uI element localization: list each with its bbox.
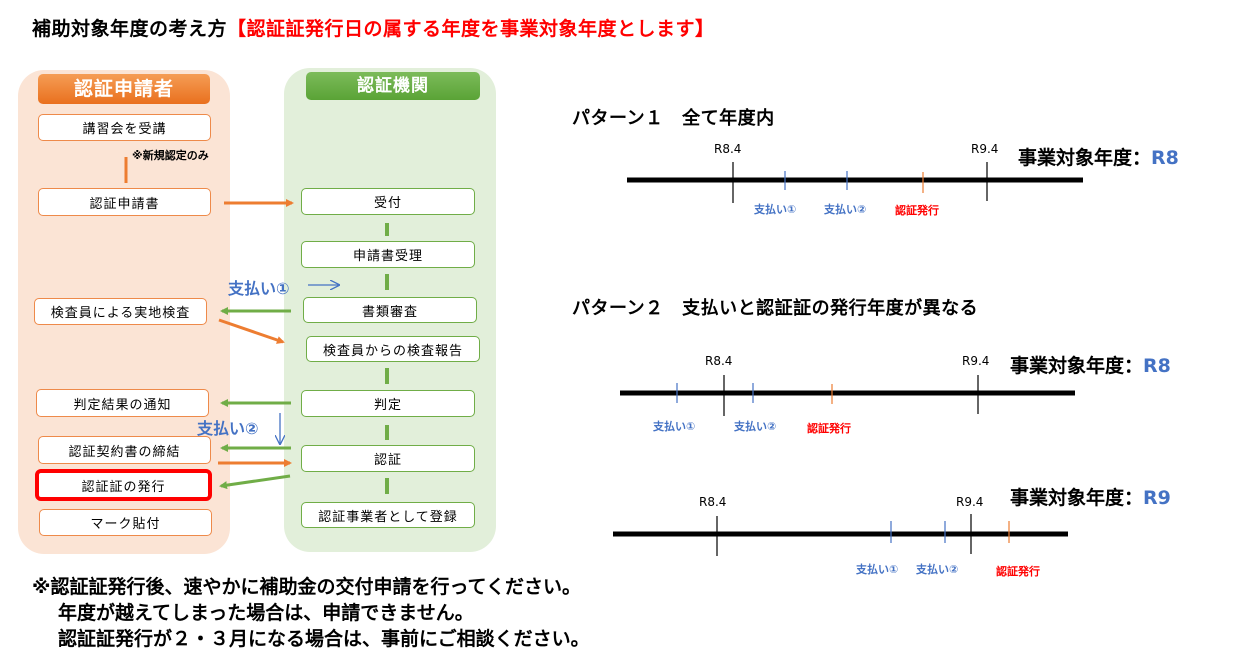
step-acceptance: 申請書受理 bbox=[301, 241, 475, 268]
payment2-label: 支払い② bbox=[197, 419, 259, 438]
certification-body-header: 認証機関 bbox=[306, 72, 480, 100]
pattern2-timeline bbox=[620, 375, 1075, 416]
step-contract: 認証契約書の締結 bbox=[38, 436, 211, 464]
step-certification: 認証 bbox=[301, 445, 475, 472]
step-result-notice: 判定結果の通知 bbox=[36, 389, 209, 417]
pattern2-issue: 認証発行 bbox=[807, 422, 851, 435]
new-only-note: ※新規認定のみ bbox=[132, 149, 209, 162]
step-attend-seminar: 講習会を受講 bbox=[38, 114, 211, 141]
pattern3-payment1: 支払い① bbox=[856, 563, 899, 576]
footer-notes: ※認証証発行後、速やかに補助金の交付申請を行ってください。 年度が越えてしまった… bbox=[32, 574, 590, 652]
pattern1-payment2: 支払い② bbox=[824, 203, 867, 216]
step-document-review: 書類審査 bbox=[303, 297, 477, 323]
pattern1-timeline bbox=[627, 162, 1083, 203]
pattern3-end-label: R9.4 bbox=[956, 495, 984, 509]
pattern1-payment1: 支払い① bbox=[754, 203, 797, 216]
step-judgment: 判定 bbox=[301, 390, 475, 417]
pattern3-issue: 認証発行 bbox=[996, 565, 1040, 578]
footer-line2: 年度が越えてしまった場合は、申請できません。 bbox=[58, 602, 474, 624]
step-mark-affix: マーク貼付 bbox=[39, 509, 212, 536]
pattern3-start-label: R8.4 bbox=[699, 495, 727, 509]
title-main: 補助対象年度の考え方 bbox=[32, 18, 228, 40]
step-registration: 認証事業者として登録 bbox=[301, 502, 475, 528]
step-onsite-inspection: 検査員による実地検査 bbox=[34, 298, 207, 325]
pattern1-fy-value: R8 bbox=[1151, 147, 1179, 169]
pattern2-fiscal-year: 事業対象年度：R8 bbox=[1010, 355, 1171, 377]
pattern1-start-label: R8.4 bbox=[714, 142, 742, 156]
title-highlight: 【認証証発行日の属する年度を事業対象年度とします】 bbox=[227, 18, 715, 40]
payment1-label: 支払い① bbox=[228, 279, 290, 298]
pattern3-payment2: 支払い② bbox=[916, 563, 959, 576]
pattern2-payment2: 支払い② bbox=[734, 420, 777, 433]
step-reception: 受付 bbox=[301, 188, 475, 215]
pattern1-title: パターン１ 全て年度内 bbox=[572, 108, 775, 129]
pattern2-fy-value: R8 bbox=[1143, 355, 1171, 377]
pattern1-end-label: R9.4 bbox=[971, 142, 999, 156]
page-title: 補助対象年度の考え方【認証証発行日の属する年度を事業対象年度とします】 bbox=[32, 14, 715, 41]
applicant-header: 認証申請者 bbox=[38, 74, 210, 104]
pattern1-fiscal-year: 事業対象年度：R8 bbox=[1018, 147, 1179, 169]
step-inspection-report: 検査員からの検査報告 bbox=[306, 336, 480, 362]
footer-line1: ※認証証発行後、速やかに補助金の交付申請を行ってください。 bbox=[32, 576, 581, 598]
footer-line3: 認証証発行が２・３月になる場合は、事前にご相談ください。 bbox=[58, 628, 590, 650]
pattern2-start-label: R8.4 bbox=[705, 354, 733, 368]
pattern3-fy-value: R9 bbox=[1143, 487, 1171, 509]
pattern2-title: パターン２ 支払いと認証証の発行年度が異なる bbox=[572, 298, 979, 319]
pattern2-payment1: 支払い① bbox=[653, 420, 696, 433]
pattern3-fiscal-year: 事業対象年度：R9 bbox=[1010, 487, 1171, 509]
pattern2-end-label: R9.4 bbox=[962, 354, 990, 368]
step-certificate-issue: 認証証の発行 bbox=[35, 469, 212, 501]
step-application-form: 認証申請書 bbox=[38, 188, 211, 216]
pattern1-issue: 認証発行 bbox=[895, 204, 939, 217]
pattern3-timeline bbox=[613, 514, 1068, 556]
